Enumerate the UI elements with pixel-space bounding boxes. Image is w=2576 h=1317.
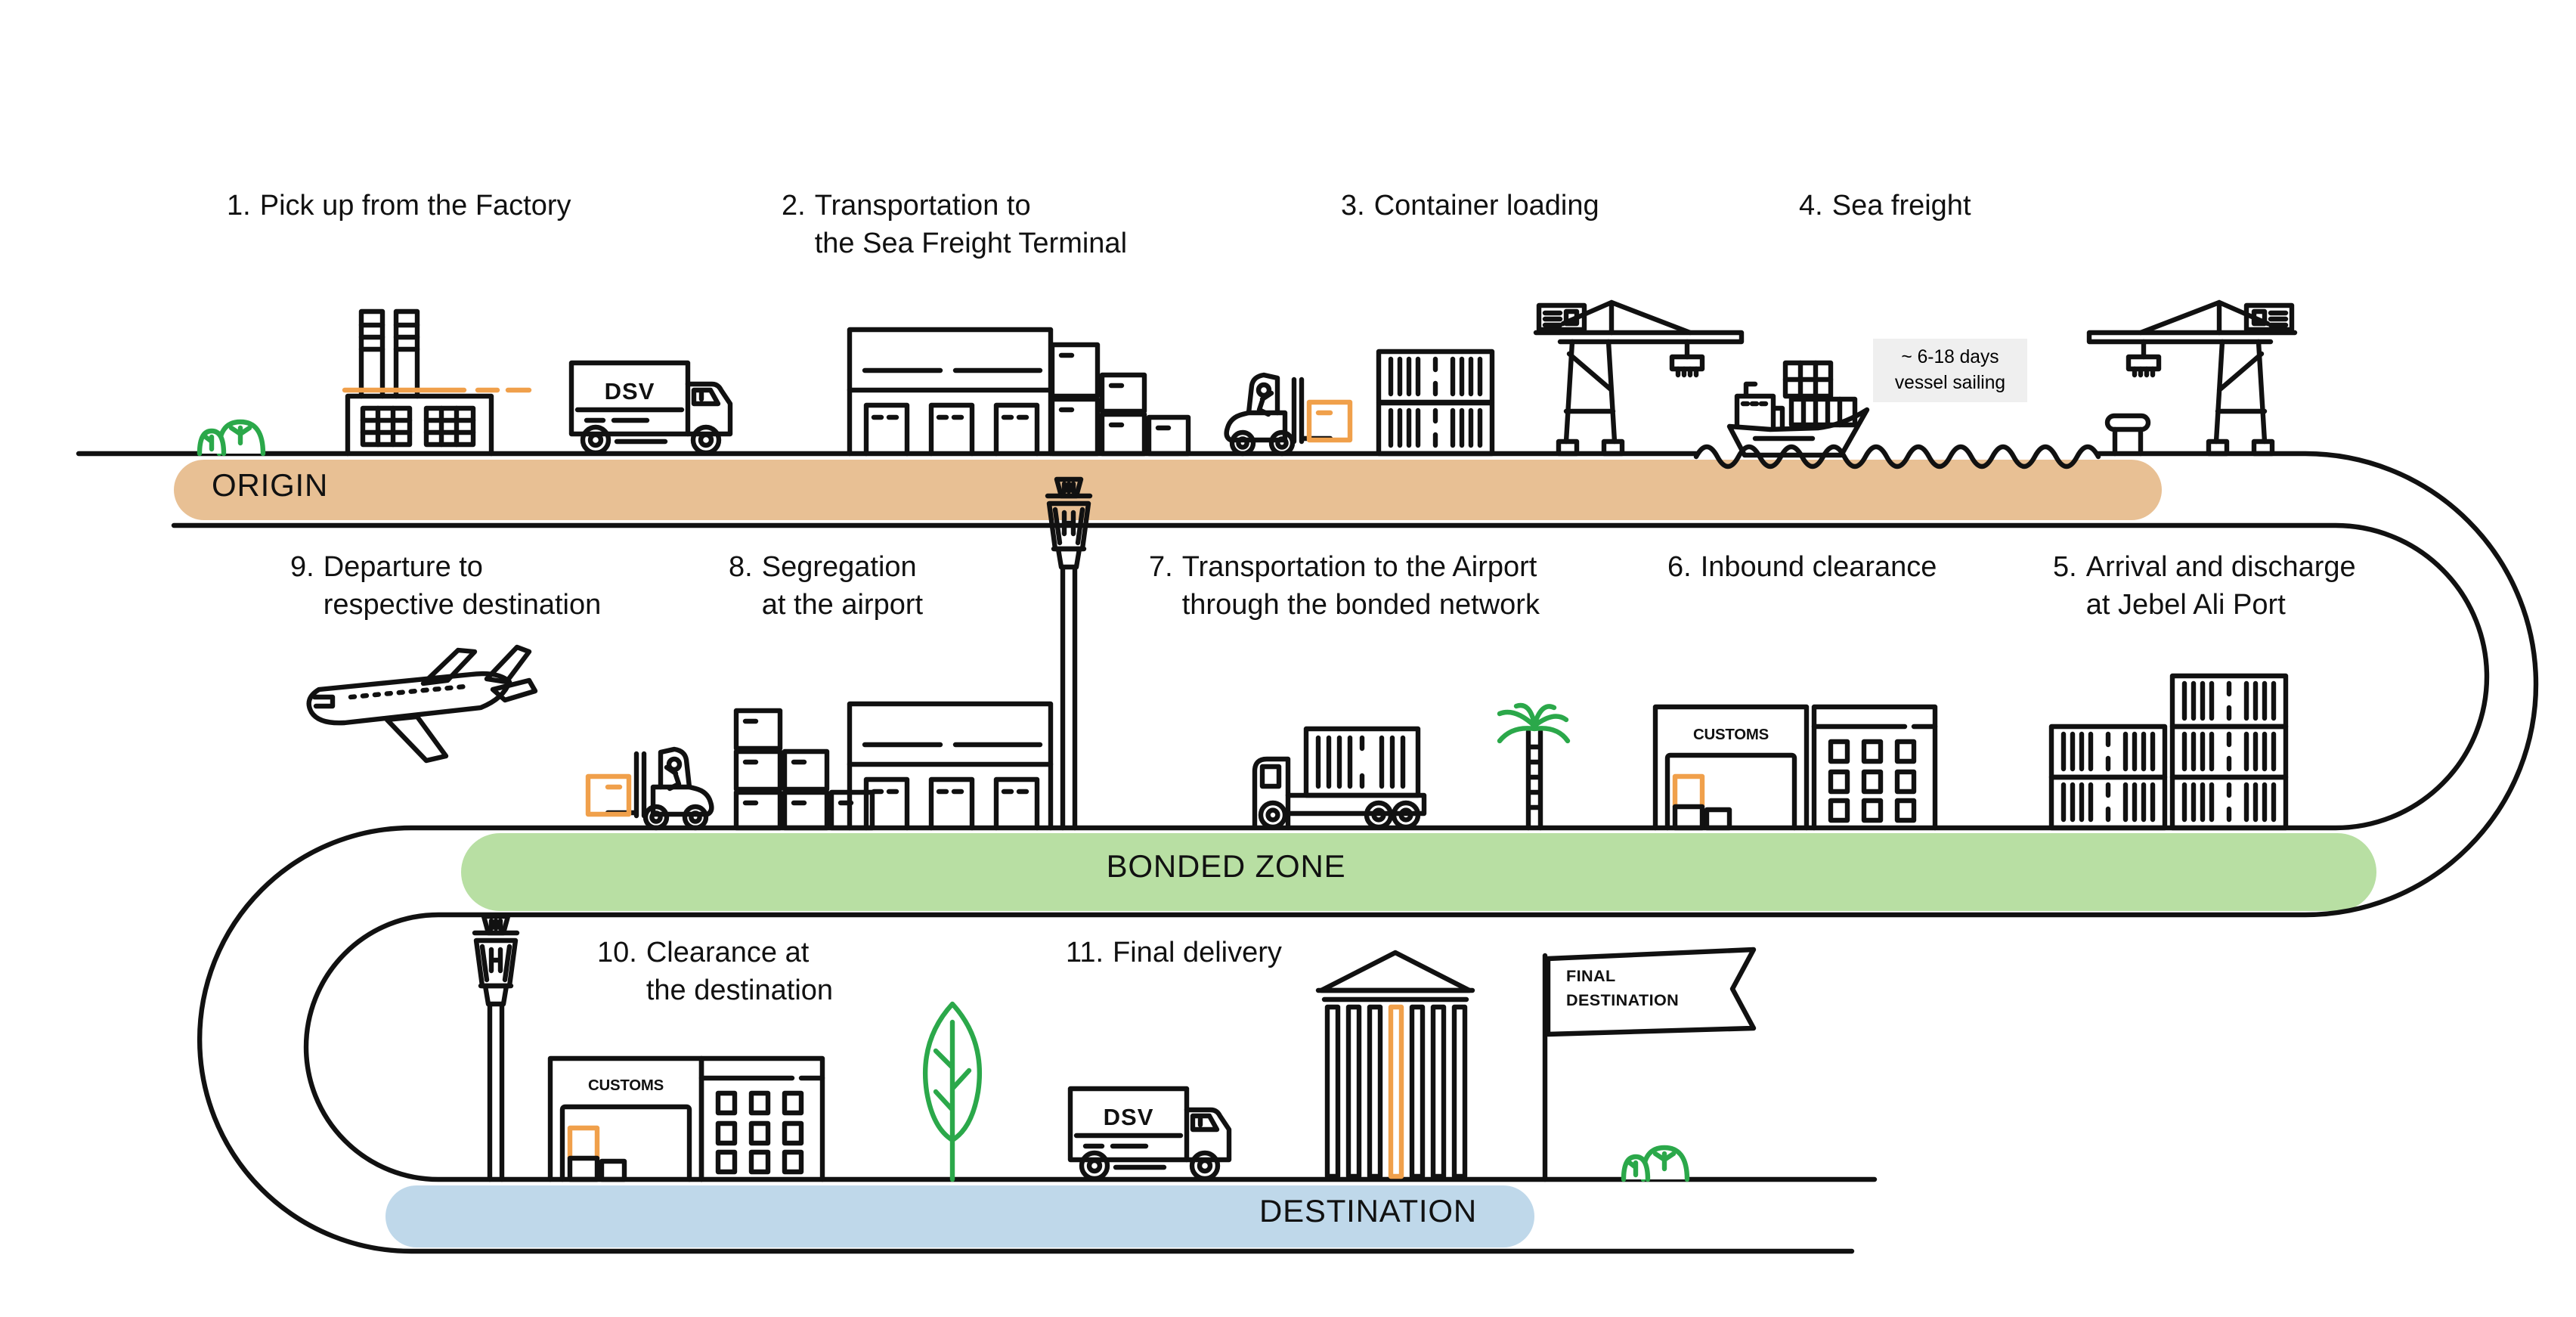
vessel-note-line2: vessel sailing (1894, 372, 2006, 394)
step-label-10: 10. Clearance at the destination (597, 934, 833, 1010)
cargo-ship-icon (1726, 360, 1870, 458)
step-label-4: 4. Sea freight (1799, 187, 1971, 225)
vessel-note-line1: ~ 6-18 days (1901, 346, 1999, 367)
boxes-icon (1049, 342, 1191, 457)
office-building-icon-2 (701, 1058, 822, 1179)
zone-label-bonded: BONDED ZONE (1106, 850, 1346, 885)
dsv-truck-icon (571, 363, 730, 453)
gantry-crane-icon (1536, 302, 1742, 454)
step-text: Transportation to the Airport through th… (1181, 552, 1540, 622)
bollard-icon (2104, 413, 2151, 457)
step-text: Departure to respective destination (323, 552, 602, 622)
zone-band-destination (385, 1185, 1534, 1247)
step-label-6: 6. Inbound clearance (1667, 549, 1937, 587)
vessel-sailing-note: ~ 6-18 days vessel sailing (1873, 339, 2027, 402)
step-label-1: 1. Pick up from the Factory (227, 187, 571, 225)
forklift-icon (1227, 375, 1350, 454)
factory-icon (342, 308, 532, 457)
step-label-9: 9. Departure to respective destination (290, 549, 601, 624)
route-line-inner (171, 522, 2490, 1254)
step-number: 11. (1066, 937, 1104, 969)
palm-fronds (1497, 702, 1571, 744)
step-label-2: 2. Transportation to the Sea Freight Ter… (782, 187, 1127, 263)
step-number: 3. (1341, 191, 1365, 222)
container-stack-icon (2051, 676, 2286, 828)
palm-tree-icon (1497, 702, 1571, 831)
step-text: Pick up from the Factory (259, 191, 571, 222)
dsv-logo-text: DSV (604, 380, 655, 405)
zone-label-destination: DESTINATION (1259, 1195, 1478, 1229)
step-text: Arrival and discharge at Jebel Ali Port (2085, 552, 2356, 622)
step-label-3: 3. Container loading (1341, 187, 1599, 225)
forklift-icon-2 (588, 749, 711, 828)
final-destination-flag-icon (1542, 947, 1757, 1182)
step-text: Segregation at the airport (761, 552, 924, 622)
office-building-icon (1814, 707, 1935, 828)
dsv-logo-text-2: DSV (1103, 1105, 1154, 1131)
step-number: 9. (290, 552, 314, 584)
zone-label-origin: ORIGIN (212, 469, 329, 504)
bush-icon (200, 422, 263, 454)
dsv-truck-icon-2 (1070, 1089, 1229, 1179)
zone-band-origin (174, 460, 2162, 520)
step-text: Final delivery (1113, 937, 1282, 969)
customs-sign-text: CUSTOMS (1692, 727, 1769, 744)
customs-building-icon-2 (550, 1058, 701, 1179)
step-number: 1. (227, 191, 251, 222)
step-number: 2. (782, 191, 806, 222)
step-text: Inbound clearance (1700, 552, 1937, 584)
courthouse-column-orange (1388, 1004, 1404, 1179)
final-destination-flag-text: FINAL DESTINATION (1566, 968, 1680, 1011)
sea-waves (1693, 444, 2101, 469)
step-number: 6. (1667, 552, 1692, 584)
warehouse-icon (850, 330, 1051, 454)
step-label-7: 7. Transportation to the Airport through… (1149, 549, 1540, 624)
step-label-5: 5. Arrival and discharge at Jebel Ali Po… (2053, 549, 2356, 624)
zone-band-bonded (461, 833, 2376, 911)
leaf-tree-icon (922, 1001, 983, 1182)
containers-icon (1379, 352, 1492, 454)
step-number: 5. (2053, 552, 2077, 584)
bush-icon-2 (1624, 1148, 1687, 1179)
step-label-8: 8. Segregation at the airport (729, 549, 923, 624)
container-truck-icon (1252, 726, 1427, 830)
control-tower-icon (1048, 479, 1090, 831)
step-text: Container loading (1373, 191, 1599, 222)
step-text: Transportation to the Sea Freight Termin… (814, 191, 1128, 261)
step-label-11: 11. Final delivery (1066, 934, 1282, 972)
step-text: Clearance at the destination (646, 937, 834, 1008)
step-number: 8. (729, 552, 753, 584)
customs-sign-text-2: CUSTOMS (587, 1078, 664, 1095)
control-tower-icon-2 (475, 916, 517, 1182)
step-text: Sea freight (1831, 191, 1971, 222)
step-number: 7. (1149, 552, 1173, 584)
warehouse-icon-2 (850, 704, 1051, 828)
customs-building-icon (1655, 707, 1807, 828)
courthouse-building-icon (1315, 950, 1475, 1179)
step-number: 10. (597, 937, 637, 969)
step-number: 4. (1799, 191, 1823, 222)
airplane-icon (306, 644, 538, 764)
